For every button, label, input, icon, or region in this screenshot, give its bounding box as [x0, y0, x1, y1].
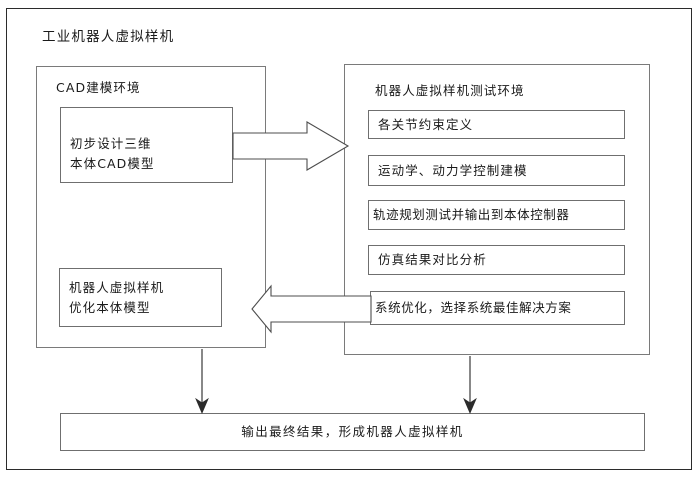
node-line: 运动学、动力学控制建模	[378, 162, 528, 178]
node-line: 初步设计三维	[70, 136, 152, 152]
node-joint-constraint-definition[interactable]: 各关节约束定义	[368, 110, 625, 139]
node-line: 轨迹规划测试并输出到本体控制器	[373, 207, 570, 223]
panel-test-environment-title: 机器人虚拟样机测试环境	[375, 83, 525, 98]
node-simulation-result-comparison[interactable]: 仿真结果对比分析	[368, 245, 625, 275]
node-preliminary-cad-model[interactable]: 初步设计三维 本体CAD模型	[60, 107, 233, 183]
node-trajectory-planning-output[interactable]: 轨迹规划测试并输出到本体控制器	[368, 200, 625, 230]
node-final-output[interactable]: 输出最终结果，形成机器人虚拟样机	[60, 413, 645, 451]
node-line: 优化本体模型	[69, 299, 151, 315]
panel-cad-environment	[36, 66, 266, 348]
panel-test-environment	[344, 64, 650, 355]
node-system-optimization[interactable]: 系统优化，选择系统最佳解决方案	[370, 291, 625, 325]
node-line: 本体CAD模型	[70, 155, 155, 171]
node-line: 系统优化，选择系统最佳解决方案	[375, 300, 572, 316]
node-line: 机器人虚拟样机	[69, 280, 165, 296]
outer-frame	[6, 8, 692, 470]
node-line: 各关节约束定义	[378, 116, 474, 132]
node-kinematics-dynamics-modeling[interactable]: 运动学、动力学控制建模	[368, 155, 625, 186]
panel-cad-environment-title: CAD建模环境	[56, 80, 141, 95]
node-line: 仿真结果对比分析	[378, 252, 487, 268]
diagram-title: 工业机器人虚拟样机	[42, 29, 175, 45]
node-line: 输出最终结果，形成机器人虚拟样机	[241, 424, 464, 440]
node-optimized-body-model[interactable]: 机器人虚拟样机 优化本体模型	[59, 268, 222, 327]
